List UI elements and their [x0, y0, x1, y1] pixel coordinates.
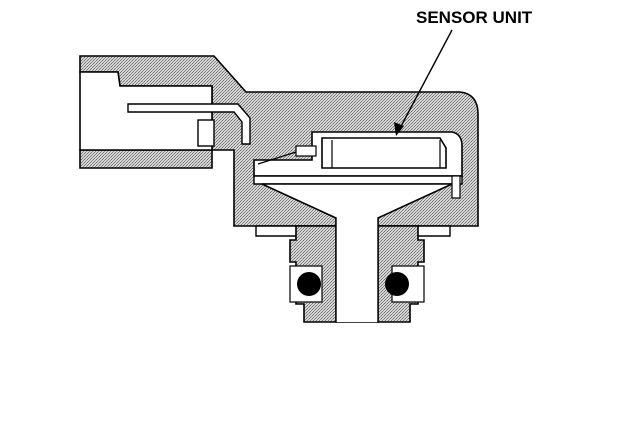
sensor-unit-element [321, 137, 447, 169]
o-ring-left [297, 272, 321, 296]
sensor-unit-label: SENSOR UNIT [416, 8, 533, 27]
connector-shroud-bottom [79, 149, 213, 169]
base-plate [253, 175, 463, 185]
callout-arrowhead [394, 122, 404, 136]
sensor-bond-pad [295, 145, 317, 157]
o-ring-right [385, 272, 409, 296]
terminal-pin [127, 103, 251, 145]
bond-wire [257, 151, 297, 165]
callout-leader-line [397, 29, 453, 133]
port-bore [336, 218, 378, 322]
terminal-latch [197, 119, 215, 147]
side-clip [451, 175, 461, 199]
